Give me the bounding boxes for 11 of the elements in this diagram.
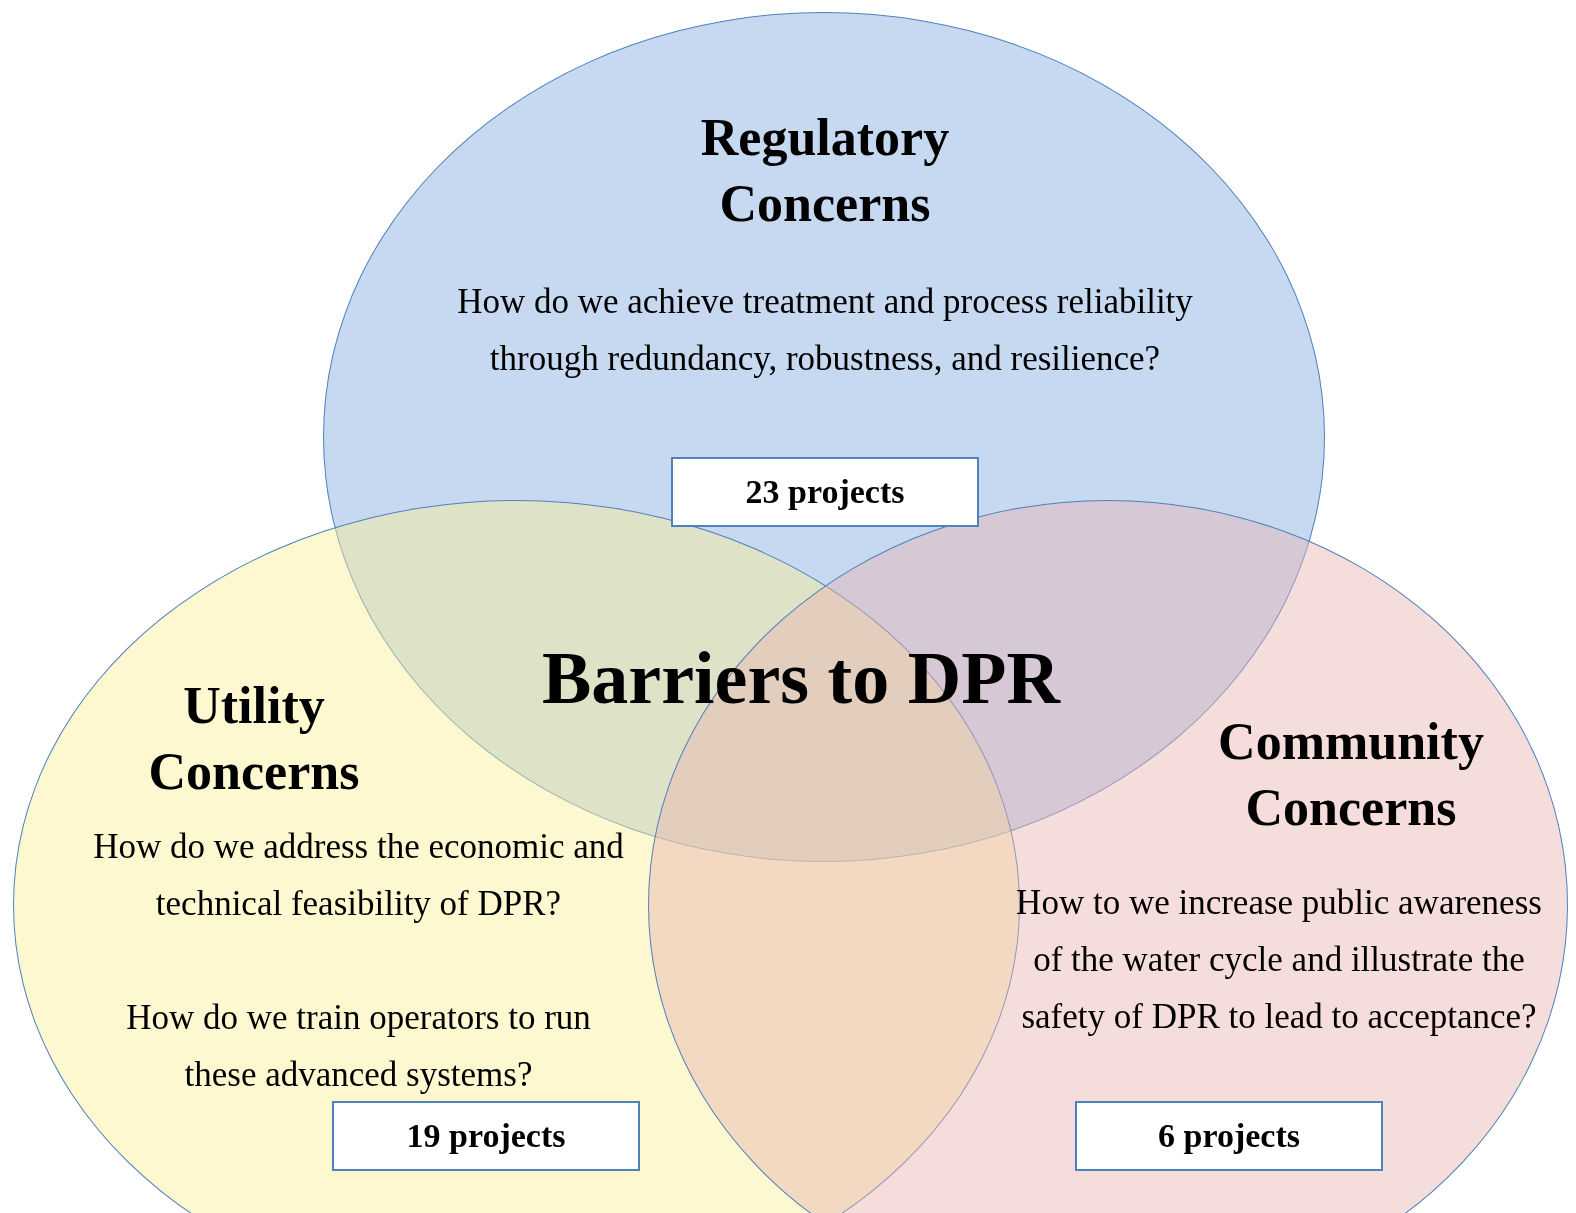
- project-count-box: 19 projects: [332, 1101, 640, 1171]
- project-count-box: 6 projects: [1075, 1101, 1383, 1171]
- question-text: How to we increase public awareness of the water cycle and illustrate the safety of DPR to lead to acceptance?: [1015, 882, 1543, 1038]
- question-text: How do we address the economic and technical feasibility of DPR?: [92, 826, 625, 925]
- circle-heading: Community Concerns: [1217, 712, 1485, 838]
- question-text: How do we train operators to run these advanced systems?: [125, 997, 592, 1096]
- question-text: How do we achieve treatment and process reliability through redundancy, robustness, and resilience?: [456, 281, 1194, 380]
- circle-heading: Utility Concerns: [147, 676, 361, 802]
- center-title: Barriers to DPR: [542, 636, 1060, 721]
- project-count-box: 23 projects: [671, 457, 979, 527]
- circle-heading: Regulatory Concerns: [699, 108, 951, 234]
